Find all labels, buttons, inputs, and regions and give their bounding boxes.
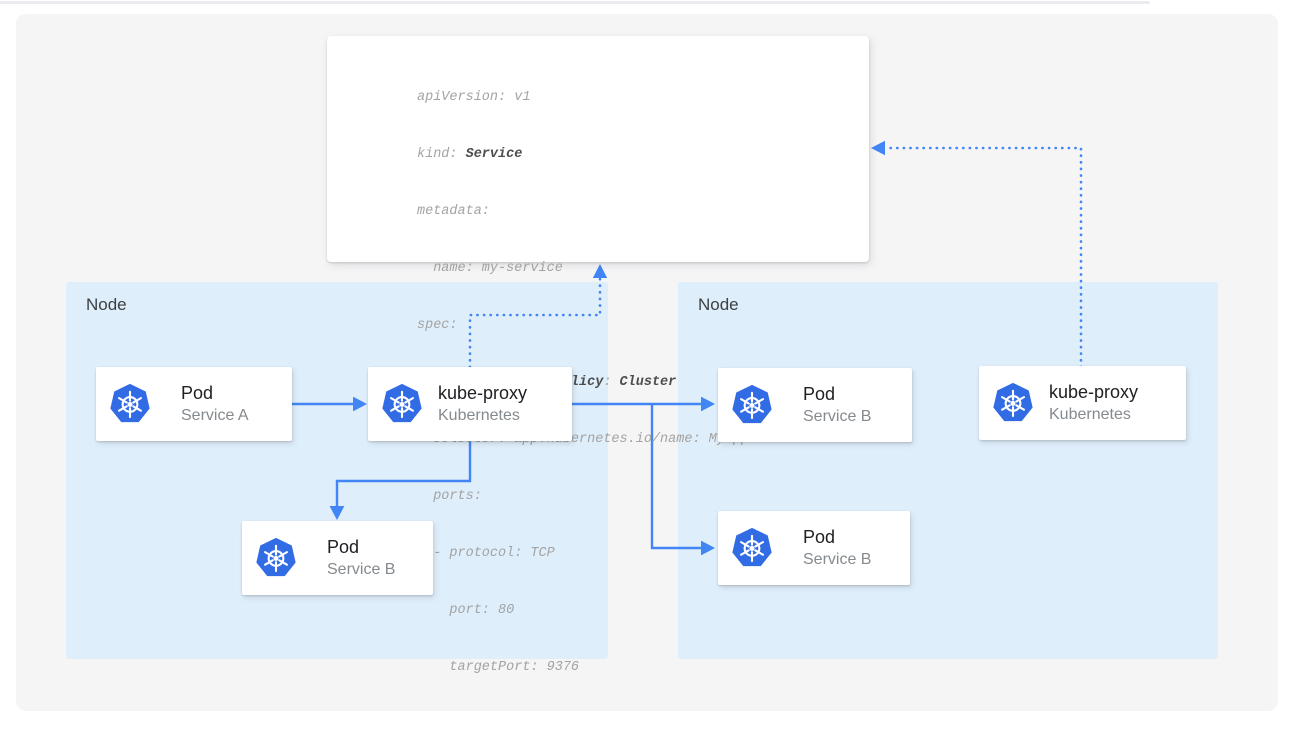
kubernetes-wheel-icon bbox=[731, 384, 773, 426]
box-title: Pod bbox=[803, 384, 836, 404]
box-subtitle: Service B bbox=[803, 551, 872, 568]
kubernetes-wheel-icon bbox=[255, 537, 297, 579]
box-subtitle: Service B bbox=[803, 408, 872, 425]
yaml-line: port: 80 bbox=[417, 603, 515, 618]
node-right: Node bbox=[678, 282, 1218, 659]
box-subtitle: Kubernetes bbox=[438, 407, 520, 424]
box-title: Pod bbox=[327, 537, 360, 557]
pod-service-b-left-card: Pod Service B bbox=[242, 521, 433, 595]
arrow-kube-proxy-to-pod-b-right-bottom bbox=[650, 404, 702, 550]
yaml-line: apiVersion: v1 bbox=[417, 90, 531, 105]
yaml-line: name: my-service bbox=[417, 261, 563, 276]
kubernetes-wheel-icon bbox=[731, 527, 773, 569]
dotted-kube-proxy-left-to-service bbox=[468, 276, 602, 369]
node-right-label: Node bbox=[698, 295, 739, 314]
node-left: Node bbox=[66, 282, 608, 659]
box-title: kube-proxy bbox=[1049, 382, 1139, 402]
kube-proxy-right-card: kube-proxy Kubernetes bbox=[979, 366, 1186, 440]
dotted-kube-proxy-right-to-service bbox=[883, 146, 1083, 369]
node-left-label: Node bbox=[86, 295, 127, 314]
yaml-line: - protocol: TCP bbox=[417, 546, 555, 561]
service-yaml-card: apiVersion: v1 kind: Service metadata: n… bbox=[327, 36, 869, 675]
yaml-line: targetPort: 9376 bbox=[417, 660, 580, 675]
yaml-line: kind: Service bbox=[417, 147, 523, 162]
arrowhead-kube-proxy-to-pod-b-left bbox=[329, 506, 345, 520]
yaml-line: ports: bbox=[417, 489, 482, 504]
box-title: kube-proxy bbox=[438, 383, 528, 403]
arrowhead-kube-proxy-to-pod-b-right-bottom bbox=[701, 540, 715, 556]
pod-service-b-right-top-card: Pod Service B bbox=[718, 368, 912, 442]
top-divider bbox=[0, 1, 1150, 4]
box-subtitle: Kubernetes bbox=[1049, 406, 1131, 423]
arrowhead-dotted-left bbox=[592, 264, 608, 278]
kube-proxy-left-card: kube-proxy Kubernetes bbox=[368, 367, 572, 441]
pod-service-a-card: Pod Service A bbox=[96, 367, 292, 441]
arrow-kube-proxy-to-pod-b-left bbox=[335, 441, 472, 507]
arrowhead-dotted-right bbox=[871, 140, 885, 156]
box-subtitle: Service A bbox=[181, 407, 249, 424]
box-title: Pod bbox=[803, 527, 836, 547]
arrowhead-kube-proxy-to-pod-b-right-top bbox=[701, 396, 715, 412]
box-title: Pod bbox=[181, 383, 214, 403]
box-subtitle: Service B bbox=[327, 561, 396, 578]
yaml-line: metadata: bbox=[417, 204, 490, 219]
kubernetes-wheel-icon bbox=[381, 383, 423, 425]
arrowhead-pod-a-to-kube-proxy bbox=[353, 396, 367, 412]
pod-service-b-right-bottom-card: Pod Service B bbox=[718, 511, 910, 585]
yaml-line: spec: bbox=[417, 318, 458, 333]
kubernetes-wheel-icon bbox=[992, 382, 1034, 424]
kubernetes-wheel-icon bbox=[109, 383, 151, 425]
